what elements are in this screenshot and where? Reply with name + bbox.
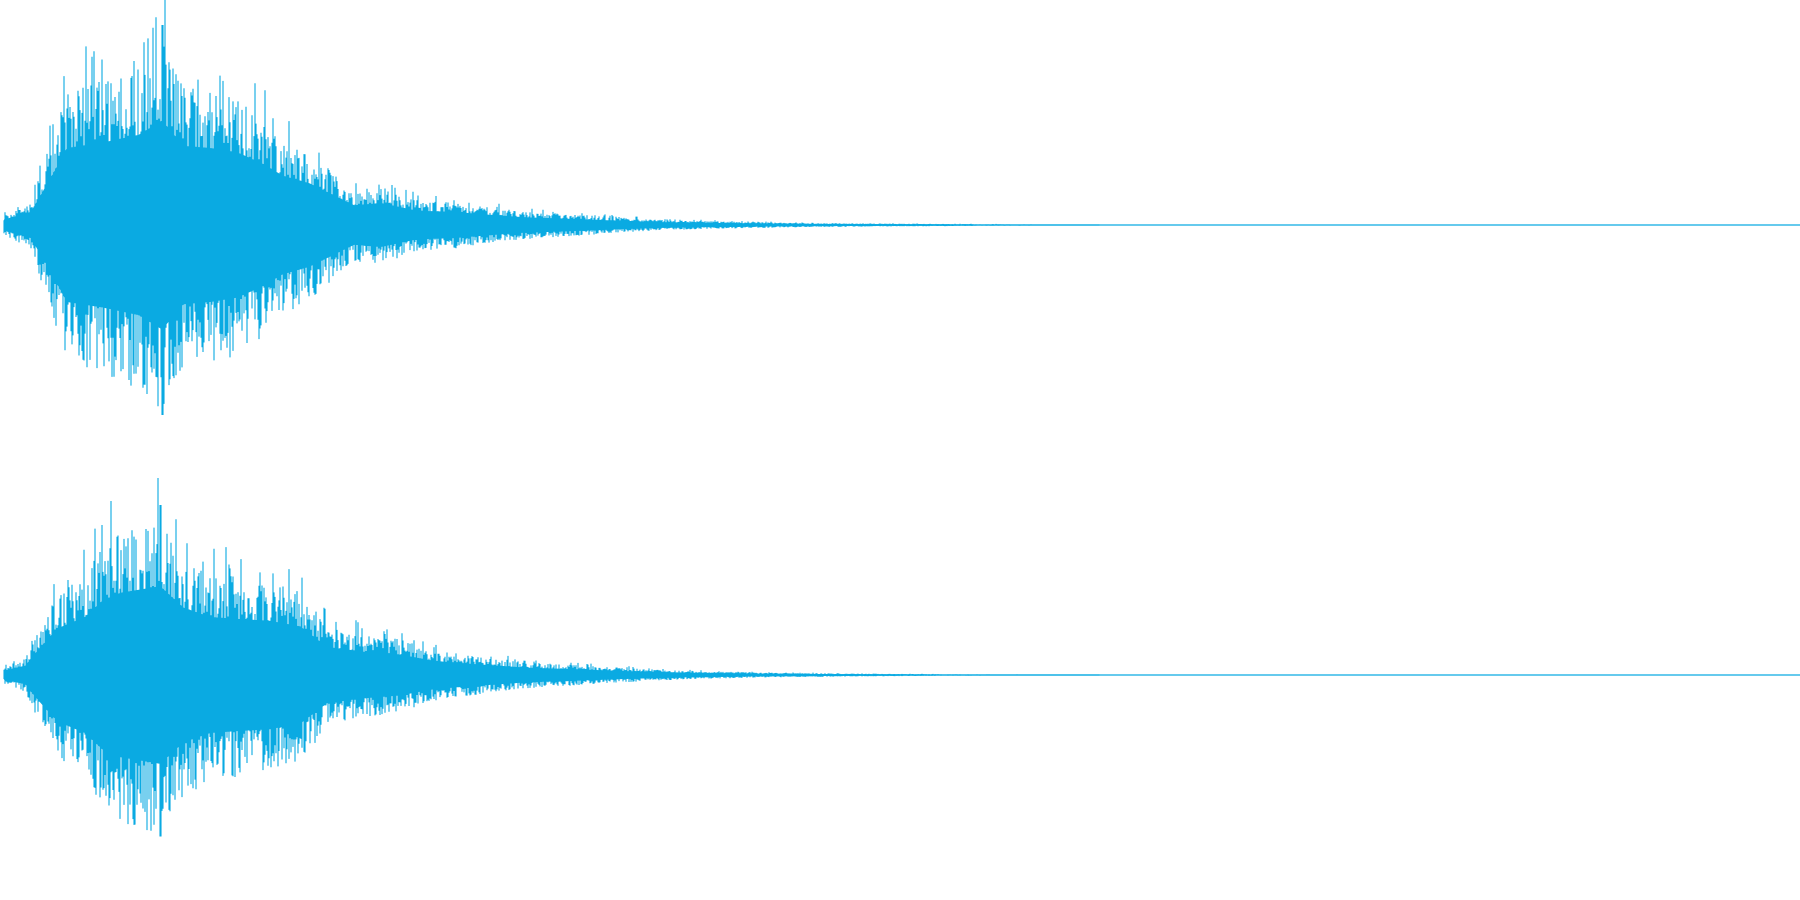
waveform-envelope-fill — [4, 120, 1099, 330]
waveform-channel-2 — [3, 478, 1800, 837]
waveform-envelope-fill — [4, 586, 1099, 764]
waveform-channel-1 — [3, 0, 1800, 415]
